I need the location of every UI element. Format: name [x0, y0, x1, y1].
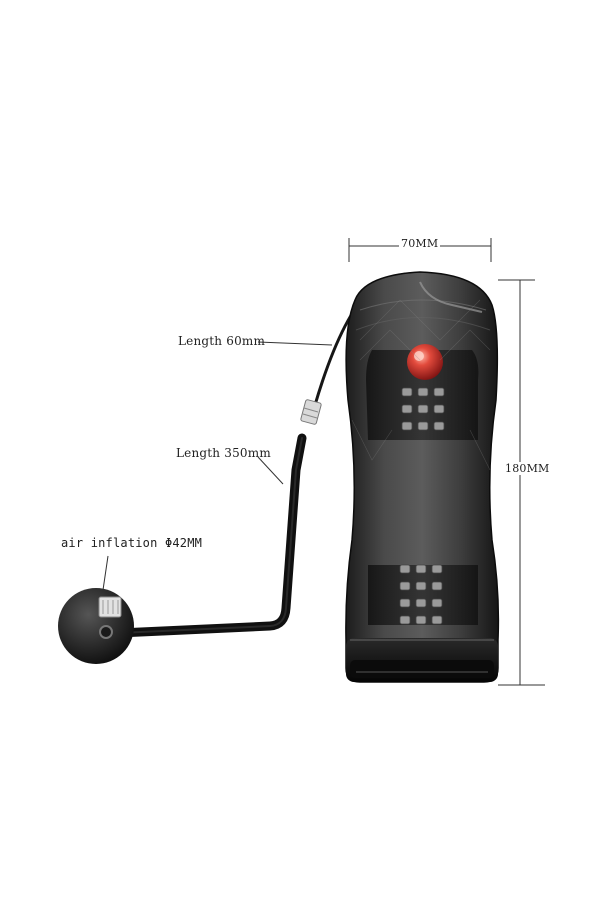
cable-long-label: Length 350mm [176, 446, 271, 460]
pump-label: air inflation Φ42MM [61, 536, 203, 550]
leader-350mm [257, 456, 284, 485]
height-dimension [498, 279, 545, 686]
leader-pump [102, 555, 109, 591]
height-label: 180MM [504, 462, 551, 475]
device-body [345, 271, 500, 683]
leader-60mm [257, 341, 333, 346]
air-pump-bulb [58, 588, 134, 664]
cable-connector [300, 399, 322, 425]
cable-short-label: Length 60mm [178, 334, 266, 348]
width-label: 70MM [399, 237, 441, 250]
red-indicator [407, 344, 443, 380]
